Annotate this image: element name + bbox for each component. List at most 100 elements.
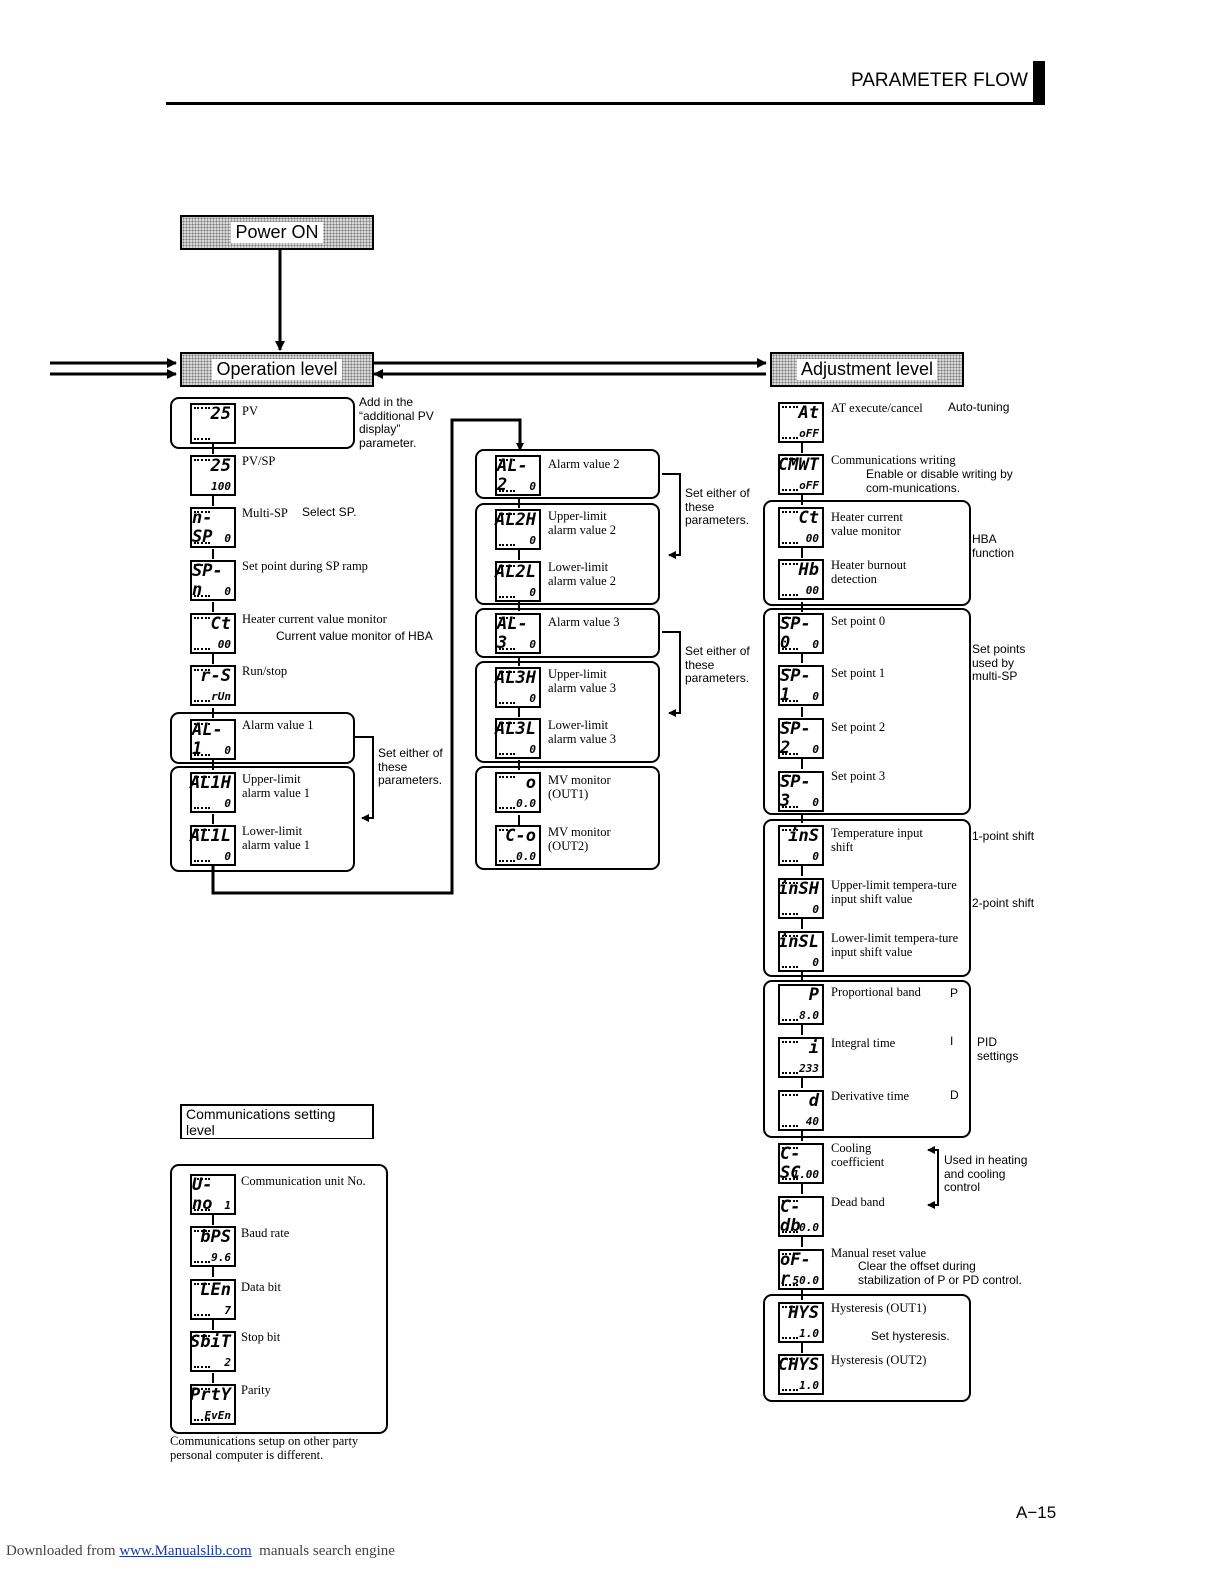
label-lower-shift: Lower-limit tempera-ture input shift val… bbox=[831, 931, 959, 959]
label-integral-time: Integral time bbox=[831, 1036, 896, 1050]
note-pid-settings: PID settings bbox=[977, 1035, 1019, 1063]
adjustment-level-box: Adjustment level bbox=[770, 352, 964, 387]
label-alarm1: Alarm value 1 bbox=[242, 718, 314, 732]
label-dead-band: Dead band bbox=[831, 1195, 885, 1209]
communications-level-label: Communications setting level bbox=[182, 1105, 372, 1138]
page-header-title: PARAMETER FLOW bbox=[851, 70, 1028, 91]
power-on-box: Power ON bbox=[180, 215, 374, 250]
label-sp-ramp: Set point during SP ramp bbox=[242, 559, 368, 573]
note-at: Auto-tuning bbox=[948, 400, 1010, 414]
label-baud-rate: Baud rate bbox=[241, 1226, 290, 1240]
note-heating-cooling: Used in heating and cooling control bbox=[944, 1153, 1028, 1194]
label-adj-heater-current: Heater current value monitor bbox=[831, 510, 903, 538]
power-on-label: Power ON bbox=[231, 222, 323, 243]
group-communications bbox=[170, 1164, 388, 1434]
label-alarm2: Alarm value 2 bbox=[548, 457, 620, 471]
label-input-shift: Temperature input shift bbox=[831, 826, 923, 854]
label-heater-current: Heater current value monitor bbox=[242, 612, 387, 626]
note-set-hysteresis: Set hysteresis. bbox=[871, 1329, 950, 1343]
label-hysteresis-out2: Hysteresis (OUT2) bbox=[831, 1353, 927, 1367]
label-sp3: Set point 3 bbox=[831, 769, 886, 783]
group-mv-monitor bbox=[475, 766, 660, 870]
note-multi-sp: Select SP. bbox=[302, 505, 357, 519]
lcd-pv: 25 bbox=[190, 403, 236, 444]
note-comm-writing: Enable or disable writing by com-municat… bbox=[866, 467, 1013, 495]
group-pid bbox=[763, 980, 971, 1138]
label-sp1: Set point 1 bbox=[831, 666, 886, 680]
group-alarm3-limits bbox=[475, 661, 660, 763]
note-d: D bbox=[950, 1088, 959, 1102]
label-manual-reset: Manual reset value bbox=[831, 1246, 927, 1260]
group-setpoints bbox=[763, 608, 971, 815]
group-alarm2-limits bbox=[475, 503, 660, 605]
note-alarm3-either: Set either of these parameters. bbox=[685, 644, 750, 685]
footer-prefix: Downloaded from bbox=[6, 1543, 120, 1559]
adjustment-level-label: Adjustment level bbox=[796, 359, 938, 380]
page-number: A−15 bbox=[1016, 1503, 1057, 1522]
note-p: P bbox=[950, 986, 959, 1000]
label-sp0: Set point 0 bbox=[831, 614, 886, 628]
label-parity: Parity bbox=[241, 1383, 271, 1397]
label-mv-out1: MV monitor (OUT1) bbox=[548, 773, 611, 801]
note-heater-current: Current value monitor of HBA bbox=[276, 629, 433, 643]
footer-link[interactable]: www.Manualslib.com bbox=[119, 1543, 252, 1559]
note-hba-function: HBA function bbox=[972, 532, 1015, 560]
label-sp2: Set point 2 bbox=[831, 720, 886, 734]
label-data-bit: Data bit bbox=[241, 1280, 281, 1294]
note-pv: Add in the “additional PV display” param… bbox=[359, 395, 434, 450]
group-pv bbox=[170, 397, 355, 449]
label-hysteresis-out1: Hysteresis (OUT1) bbox=[831, 1301, 927, 1315]
label-derivative-time: Derivative time bbox=[831, 1089, 910, 1103]
group-alarm3 bbox=[475, 608, 660, 658]
group-input-shift bbox=[763, 819, 971, 977]
label-comm-writing: Communications writing bbox=[831, 453, 956, 467]
communications-level-box: Communications setting level bbox=[180, 1104, 374, 1139]
label-stop-bit: Stop bit bbox=[241, 1330, 281, 1344]
label-alarm1-lower: Lower-limit alarm value 1 bbox=[242, 824, 311, 852]
label-alarm2-lower: Lower-limit alarm value 2 bbox=[548, 560, 617, 588]
label-pv: PV bbox=[242, 404, 258, 418]
label-alarm3-lower: Lower-limit alarm value 3 bbox=[548, 718, 617, 746]
label-mv-out2: MV monitor (OUT2) bbox=[548, 825, 611, 853]
footer: Downloaded from www.Manualslib.com manua… bbox=[6, 1543, 395, 1560]
label-cooling-coefficient: Cooling coefficient bbox=[831, 1141, 885, 1169]
note-communications-setup: Communications setup on other party pers… bbox=[170, 1434, 359, 1462]
label-multi-sp: Multi-SP bbox=[242, 506, 288, 520]
header-tab-marker bbox=[1033, 61, 1045, 105]
group-hysteresis bbox=[763, 1294, 971, 1402]
note-manual-reset: Clear the offset during stabilization of… bbox=[858, 1259, 1022, 1287]
label-proportional-band: Proportional band bbox=[831, 985, 921, 999]
